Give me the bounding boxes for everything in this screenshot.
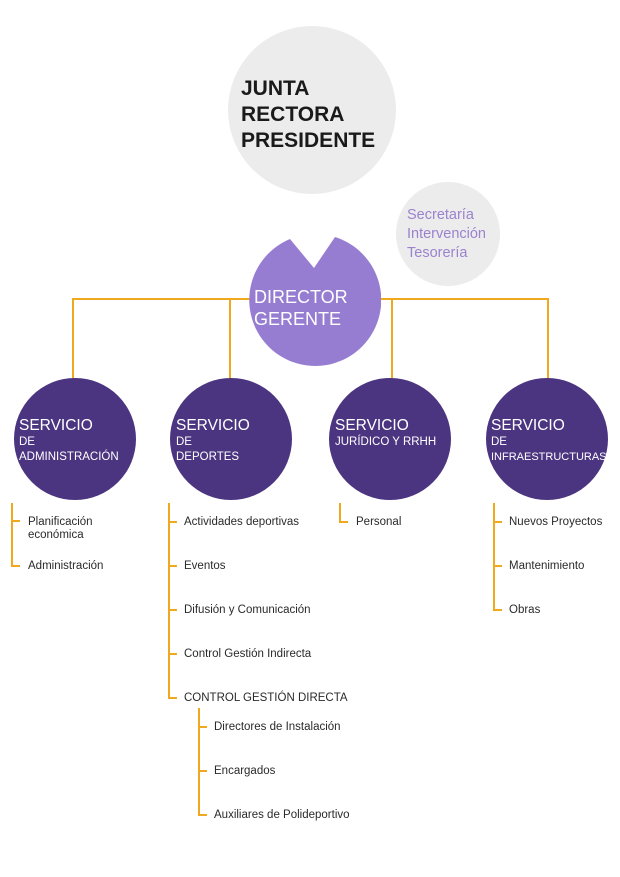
list-item: Obras xyxy=(509,604,541,616)
servicio-infraestructuras-label: SERVICIO DE INFRAESTRUCTURAS xyxy=(491,417,607,463)
secretaria-label: Secretaría Intervención Tesorería xyxy=(407,207,486,261)
list-item: Administración xyxy=(28,560,104,572)
list-item: Nuevos Proyectos xyxy=(509,516,603,528)
list-subitem: Auxiliares de Polideportivo xyxy=(214,809,350,821)
director-circle xyxy=(249,237,381,366)
servicio-administracion-label: SERVICIO DE ADMINISTRACIÓN xyxy=(19,417,119,463)
admin-tree xyxy=(11,503,20,567)
list-item: Personal xyxy=(356,516,402,528)
juridico-tree xyxy=(339,503,348,523)
list-subitem: Encargados xyxy=(214,765,276,777)
infra-tree xyxy=(493,503,502,611)
servicio-infraestructuras-circle xyxy=(486,378,608,500)
servicio-juridico-label: SERVICIO JURÍDICO Y RRHH xyxy=(335,417,437,448)
list-item: Difusión y Comunicación xyxy=(184,604,311,616)
servicio-administracion-circle xyxy=(14,378,136,500)
list-item: Mantenimiento xyxy=(509,560,585,572)
junta-circle xyxy=(228,26,396,194)
list-item: Planificación económica xyxy=(28,516,93,541)
servicio-juridico-circle xyxy=(329,378,451,500)
list-item: CONTROL GESTIÓN DIRECTA xyxy=(184,692,348,704)
list-item: Control Gestión Indirecta xyxy=(184,648,312,660)
servicio-deportes-circle xyxy=(170,378,292,500)
directa-tree xyxy=(198,708,207,816)
secretaria-circle xyxy=(396,182,500,286)
list-item: Eventos xyxy=(184,560,226,572)
junta-label: JUNTA RECTORA PRESIDENTE xyxy=(241,77,376,152)
deportes-tree xyxy=(168,503,177,699)
servicio-deportes-label: SERVICIO DE DEPORTES xyxy=(176,417,250,463)
list-item: Actividades deportivas xyxy=(184,516,300,528)
list-subitem: Directores de Instalación xyxy=(214,721,341,733)
director-label: DIRECTOR GERENTE xyxy=(254,287,348,329)
